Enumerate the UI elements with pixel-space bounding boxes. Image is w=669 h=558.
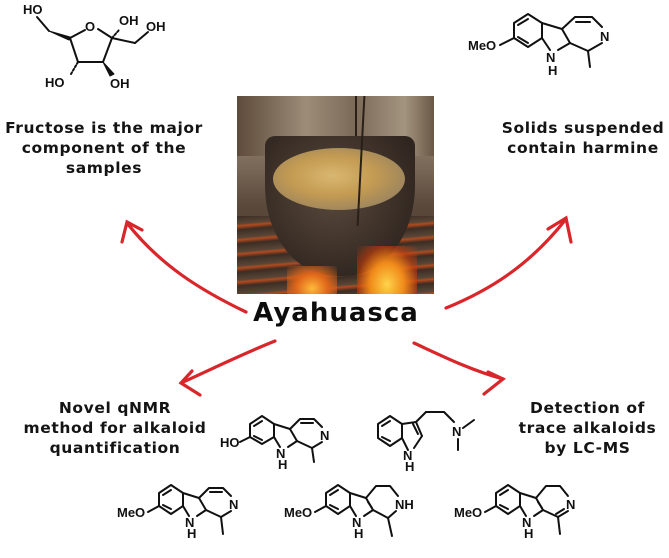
indole-n-label: N bbox=[522, 515, 531, 530]
hydroxy-label: HO bbox=[220, 435, 240, 450]
caption-line: contain harmine bbox=[507, 139, 659, 157]
central-title: Ayahuasca bbox=[253, 298, 419, 328]
fructose-ho-3: HO bbox=[45, 75, 65, 90]
methoxy-label: MeO bbox=[454, 505, 482, 520]
caption-line: Novel qNMR bbox=[58, 399, 172, 417]
caption-line: trace alkaloids bbox=[518, 419, 657, 437]
caption-line: Detection of bbox=[530, 399, 645, 417]
caption-line: Solids suspended bbox=[501, 119, 665, 137]
fructose-oh-anomeric: OH bbox=[119, 13, 139, 28]
caption-line: samples bbox=[65, 159, 143, 177]
indole-h-label: H bbox=[548, 63, 557, 78]
arrow-to-bottom-right-head bbox=[482, 370, 507, 396]
cauldron-photo bbox=[237, 96, 434, 294]
amine-n-label: N bbox=[452, 424, 461, 439]
arrow-to-top-left bbox=[125, 221, 248, 314]
finding-top-right: Solids suspended contain harmine bbox=[497, 118, 669, 158]
indole-h-label: H bbox=[405, 459, 414, 474]
imine-n-label: N bbox=[566, 497, 575, 512]
pyridine-n-label: N bbox=[600, 29, 609, 44]
harmaline-structure: MeO N H N bbox=[454, 484, 575, 541]
indole-n-label: N bbox=[185, 515, 194, 530]
pyridine-n-label: N bbox=[320, 428, 329, 443]
indole-n-label: N bbox=[546, 50, 555, 65]
caption-line: by LC-MS bbox=[544, 439, 631, 457]
photo-fire bbox=[287, 266, 337, 294]
arrow-to-bottom-left-head bbox=[178, 369, 202, 397]
photo-rope bbox=[355, 96, 357, 136]
finding-top-left: Fructose is the major component of the s… bbox=[0, 118, 208, 178]
indole-h-label: H bbox=[354, 526, 363, 541]
fructose-oh-ch2: OH bbox=[146, 19, 166, 34]
fructose-ho-label: HO bbox=[23, 2, 43, 17]
photo-broth bbox=[273, 148, 405, 210]
dmt-structure: N H N bbox=[377, 411, 475, 474]
arrow-to-top-left-head bbox=[120, 219, 144, 244]
finding-bottom-right: Detection of trace alkaloids by LC-MS bbox=[506, 398, 669, 458]
indole-h-label: H bbox=[524, 526, 533, 541]
harmine-top-structure: MeO N H N bbox=[468, 13, 609, 78]
fructose-oh-4: OH bbox=[110, 76, 130, 91]
indole-h-label: H bbox=[278, 457, 287, 472]
fructose-structure: HO O OH OH HO OH bbox=[23, 2, 166, 91]
methoxy-label: MeO bbox=[468, 38, 496, 53]
caption-line: quantification bbox=[49, 439, 181, 457]
indole-n-label: N bbox=[403, 448, 412, 463]
indole-h-label: H bbox=[187, 526, 196, 541]
arrow-to-top-right bbox=[444, 217, 568, 310]
indole-n-label: N bbox=[352, 515, 361, 530]
caption-line: component of the bbox=[21, 139, 187, 157]
pyridine-n-label: N bbox=[229, 497, 238, 512]
arrow-to-bottom-left bbox=[179, 339, 277, 385]
harmine-bottom-structure: MeO N H N bbox=[117, 484, 238, 541]
methoxy-label: MeO bbox=[284, 505, 312, 520]
tetrahydroharmine-structure: MeO N H NH bbox=[284, 484, 414, 541]
harmol-structure: HO N H N bbox=[220, 415, 329, 472]
caption-line: Fructose is the major bbox=[5, 119, 203, 137]
arrow-to-top-right-head bbox=[546, 215, 573, 244]
photo-fire bbox=[357, 246, 417, 294]
methoxy-label: MeO bbox=[117, 505, 145, 520]
piperidine-nh-label: NH bbox=[395, 497, 414, 512]
fructose-ring-o: O bbox=[85, 19, 95, 34]
indole-n-label: N bbox=[276, 446, 285, 461]
finding-bottom-left: Novel qNMR method for alkaloid quantific… bbox=[0, 398, 230, 458]
caption-line: method for alkaloid bbox=[23, 419, 207, 437]
